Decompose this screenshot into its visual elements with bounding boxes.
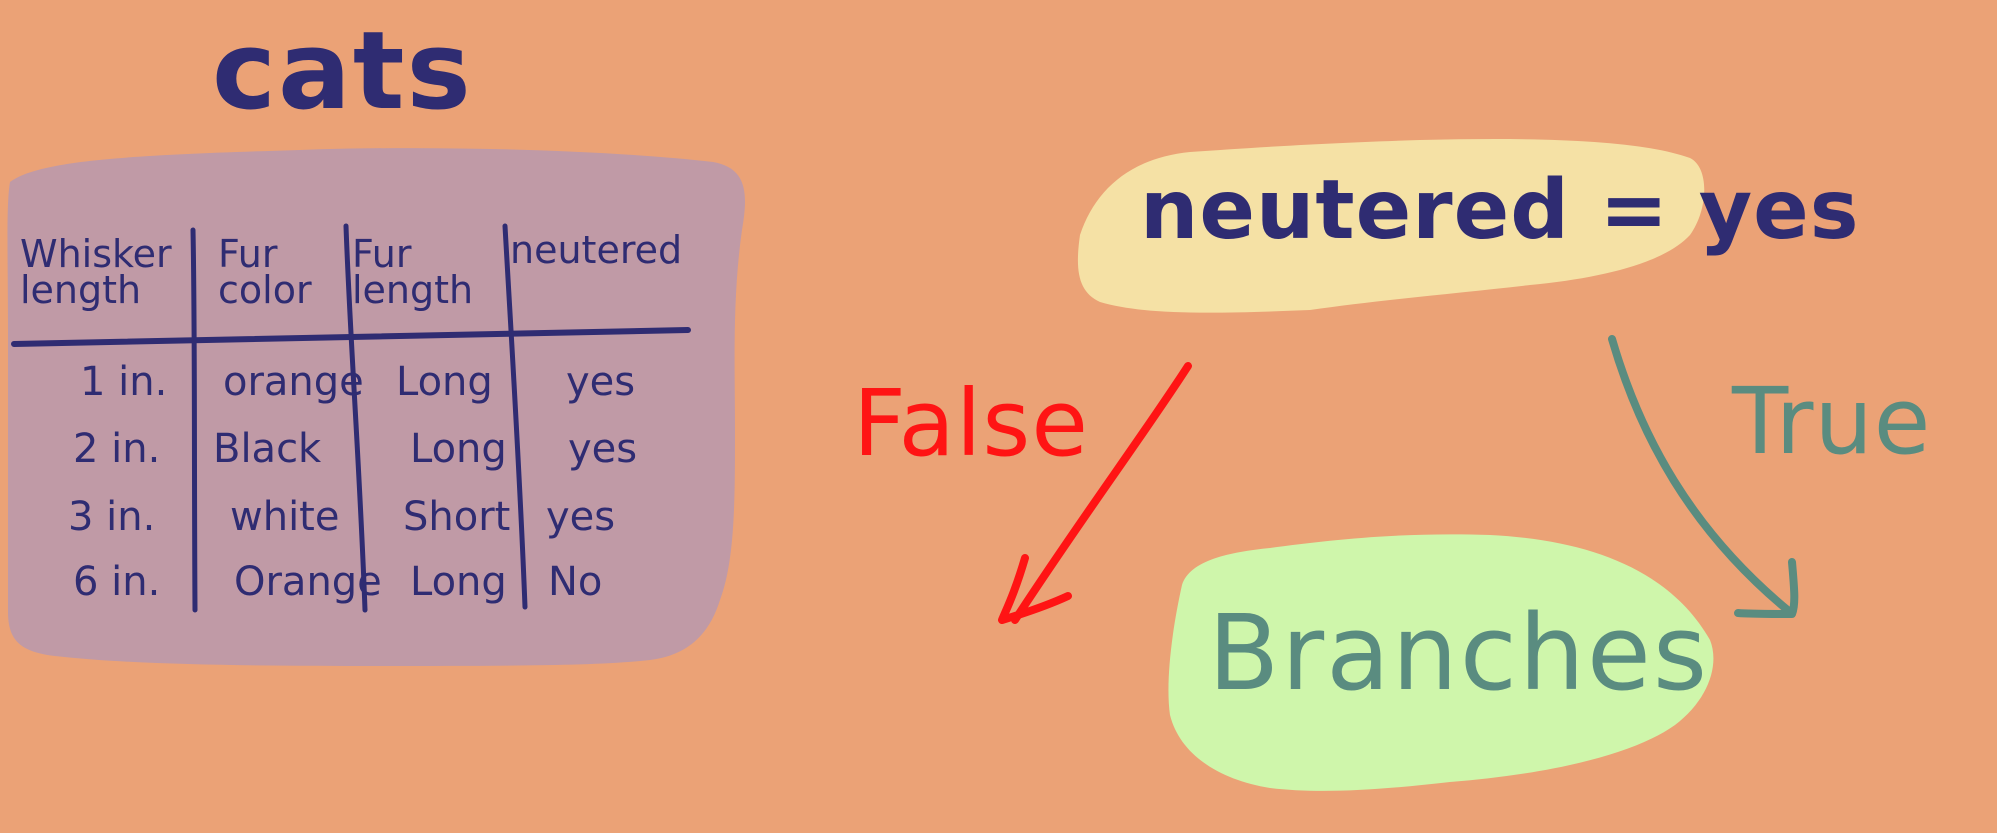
table-cell: Orange <box>234 559 382 605</box>
false-edge-label: False <box>853 370 1089 477</box>
table-cell: yes <box>546 494 616 540</box>
true-edge-label: True <box>1732 368 1932 475</box>
table-cell: Black <box>213 426 322 472</box>
table-cell: yes <box>568 426 638 472</box>
table-cell: Long <box>396 359 493 405</box>
table-cell: Long <box>410 559 507 605</box>
true-edge-arrow <box>1608 335 1794 616</box>
table-cell: No <box>548 559 603 605</box>
table-title: cats <box>212 9 473 134</box>
root-condition-label: neutered = yes <box>1140 163 1860 258</box>
false-arrowhead <box>998 554 1072 624</box>
column-header-neutered: neutered <box>510 228 683 272</box>
child-node-blob <box>1168 534 1714 791</box>
child-node-label: Branches <box>1208 592 1710 714</box>
table-cell: 2 in. <box>73 426 161 472</box>
false-edge-arrow <box>1011 362 1192 624</box>
table-cell: white <box>230 494 340 540</box>
table-cell: yes <box>566 359 636 405</box>
table-cell: 1 in. <box>80 359 168 405</box>
table-column-divider-2 <box>343 223 368 613</box>
root-node-blob <box>1077 138 1705 313</box>
table-cell: 6 in. <box>73 559 161 605</box>
column-header-fur-color: Fur color <box>218 232 312 313</box>
table-cell: 3 in. <box>68 494 156 540</box>
table-column-divider-1 <box>190 227 198 613</box>
table-header-divider <box>11 327 691 347</box>
table-column-divider-3 <box>502 223 528 610</box>
true-arrowhead <box>1734 558 1799 618</box>
cats-table: Whisker length Fur color Fur length neut… <box>8 152 744 672</box>
table-cell: Long <box>410 426 507 472</box>
column-header-whisker-length: Whisker length <box>20 232 172 313</box>
column-header-fur-length: Fur length <box>352 232 474 313</box>
table-cell: Short <box>403 494 511 540</box>
table-cell: orange <box>223 359 364 405</box>
